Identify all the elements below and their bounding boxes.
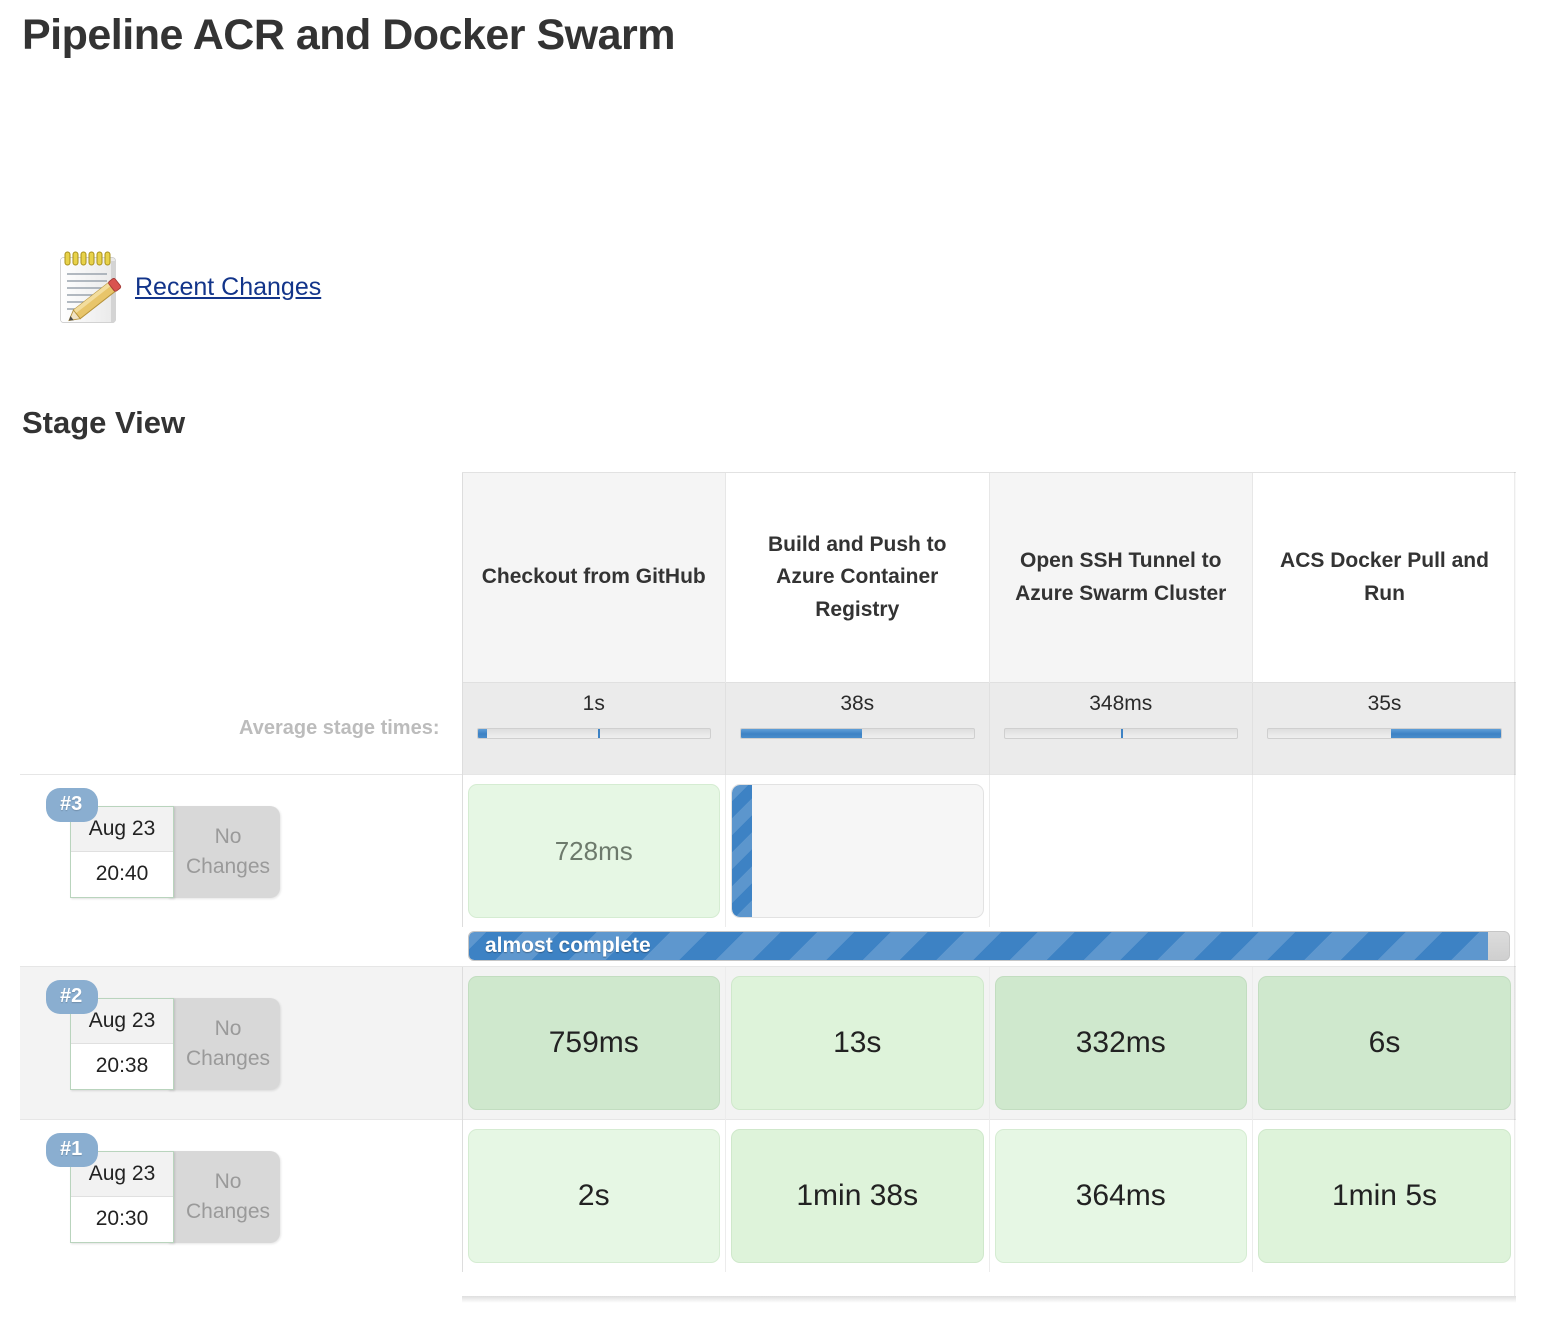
run-changes-box[interactable]: No Changes bbox=[168, 806, 280, 898]
build-progress-track: almost complete bbox=[468, 931, 1510, 961]
recent-changes-link[interactable]: Recent Changes bbox=[135, 272, 322, 301]
running-stripe-icon bbox=[732, 785, 752, 917]
stage-cell-1-ssh-tunnel[interactable]: 364ms bbox=[988, 1119, 1253, 1272]
notepad-pencil-icon bbox=[55, 248, 127, 326]
run-time: 20:30 bbox=[71, 1197, 173, 1242]
stage-header-acs-docker-pull-and-run[interactable]: ACS Docker Pull and Run bbox=[1252, 472, 1516, 683]
run-meta-3: #3 Aug 23 20:40 No Changes bbox=[20, 774, 462, 927]
stage-cell-3-build-push[interactable] bbox=[725, 774, 989, 927]
stage-cell-1-checkout[interactable]: 2s bbox=[461, 1119, 726, 1272]
build-number-badge[interactable]: #2 bbox=[46, 980, 99, 1014]
stage-cell-2-checkout[interactable]: 759ms bbox=[461, 966, 726, 1120]
average-bar-track bbox=[1003, 728, 1238, 740]
stage-cell-1-build-push[interactable]: 1min 38s bbox=[725, 1119, 989, 1272]
average-bar-fill bbox=[741, 729, 862, 739]
header-spacer bbox=[20, 472, 462, 683]
run-date: Aug 23 bbox=[71, 999, 173, 1044]
stage-cell-3-ssh-tunnel[interactable] bbox=[988, 774, 1253, 927]
stage-duration: 6s bbox=[1258, 976, 1511, 1110]
stage-duration: 364ms bbox=[994, 1129, 1247, 1263]
average-cell-acs-docker-pull-and-run: 35s bbox=[1252, 682, 1516, 775]
stage-cell-3-checkout[interactable]: 728ms bbox=[461, 774, 726, 927]
average-bar-tick bbox=[1120, 729, 1123, 739]
run-meta-2: #2 Aug 23 20:38 No Changes bbox=[20, 966, 462, 1120]
average-cell-checkout-from-github: 1s bbox=[461, 682, 726, 775]
average-bar-tick bbox=[598, 729, 601, 739]
stage-cell-2-docker-pull-run[interactable]: 6s bbox=[1252, 966, 1516, 1120]
stage-cell-2-ssh-tunnel[interactable]: 332ms bbox=[988, 966, 1253, 1120]
average-cell-build-and-push-to-azure-container-registry: 38s bbox=[725, 682, 989, 775]
stage-header-row: Checkout from GitHub Build and Push to A… bbox=[20, 472, 1516, 683]
stage-duration: 1min 38s bbox=[731, 1129, 984, 1263]
stage-duration: 1min 5s bbox=[1258, 1129, 1511, 1263]
stage-duration: 728ms bbox=[467, 784, 720, 918]
stage-duration: 2s bbox=[467, 1129, 720, 1263]
build-progress-label: almost complete bbox=[485, 934, 651, 957]
table-row[interactable]: #3 Aug 23 20:40 No Changes 728ms bbox=[20, 774, 1516, 927]
build-number-badge[interactable]: #1 bbox=[46, 1133, 99, 1167]
run-datetime-box[interactable]: Aug 23 20:38 bbox=[70, 998, 174, 1090]
run-changes-box[interactable]: No Changes bbox=[168, 998, 280, 1090]
stage-header-checkout-from-github[interactable]: Checkout from GitHub bbox=[461, 472, 726, 683]
stage-view-heading: Stage View bbox=[22, 405, 186, 440]
average-bar-track bbox=[740, 728, 975, 740]
average-time-value: 1s bbox=[582, 692, 605, 715]
build-progress-fill: almost complete bbox=[469, 932, 1489, 960]
stage-running bbox=[731, 784, 984, 918]
stage-cell-3-docker-pull-run[interactable] bbox=[1252, 774, 1516, 927]
average-bar-fill bbox=[477, 729, 487, 739]
average-stage-times-label: Average stage times: bbox=[20, 682, 462, 775]
run-time: 20:38 bbox=[71, 1044, 173, 1089]
run-progress-row: almost complete bbox=[20, 927, 1516, 967]
average-time-value: 38s bbox=[840, 692, 875, 715]
average-bar-track bbox=[476, 728, 711, 740]
stage-header-build-and-push-to-azure-container-registry[interactable]: Build and Push to Azure Container Regist… bbox=[725, 472, 989, 683]
build-number-badge[interactable]: #3 bbox=[46, 788, 99, 822]
table-right-edge bbox=[1514, 472, 1516, 1296]
table-bottom-shadow bbox=[462, 1296, 1516, 1303]
run-time: 20:40 bbox=[71, 852, 173, 897]
page-title: Pipeline ACR and Docker Swarm bbox=[22, 11, 676, 59]
table-row[interactable]: #2 Aug 23 20:38 No Changes 759ms 13s bbox=[20, 966, 1516, 1120]
stage-cell-1-docker-pull-run[interactable]: 1min 5s bbox=[1252, 1119, 1516, 1272]
run-changes-box[interactable]: No Changes bbox=[168, 1151, 280, 1243]
run-meta-1: #1 Aug 23 20:30 No Changes bbox=[20, 1119, 462, 1272]
stage-header-open-ssh-tunnel-to-azure-swarm-cluster[interactable]: Open SSH Tunnel to Azure Swarm Cluster bbox=[988, 472, 1253, 683]
stage-duration: 13s bbox=[731, 976, 984, 1110]
stage-duration: 332ms bbox=[994, 976, 1247, 1110]
progress-cell: almost complete bbox=[462, 927, 1516, 967]
stage-cell-2-build-push[interactable]: 13s bbox=[725, 966, 989, 1120]
progress-spacer bbox=[20, 927, 462, 967]
table-row[interactable]: #1 Aug 23 20:30 No Changes 2s 1min 38s bbox=[20, 1119, 1516, 1272]
stage-duration: 759ms bbox=[467, 976, 720, 1110]
average-time-value: 348ms bbox=[1089, 692, 1153, 715]
recent-changes-row: Recent Changes bbox=[55, 248, 321, 326]
average-bar-track bbox=[1267, 728, 1502, 740]
average-time-value: 35s bbox=[1367, 692, 1402, 715]
average-bar-fill bbox=[1391, 729, 1501, 739]
stage-view-table: Checkout from GitHub Build and Push to A… bbox=[20, 472, 1516, 1272]
average-cell-open-ssh-tunnel-to-azure-swarm-cluster: 348ms bbox=[988, 682, 1253, 775]
average-stage-times-row: Average stage times: 1s 38s 348ms bbox=[20, 682, 1516, 775]
